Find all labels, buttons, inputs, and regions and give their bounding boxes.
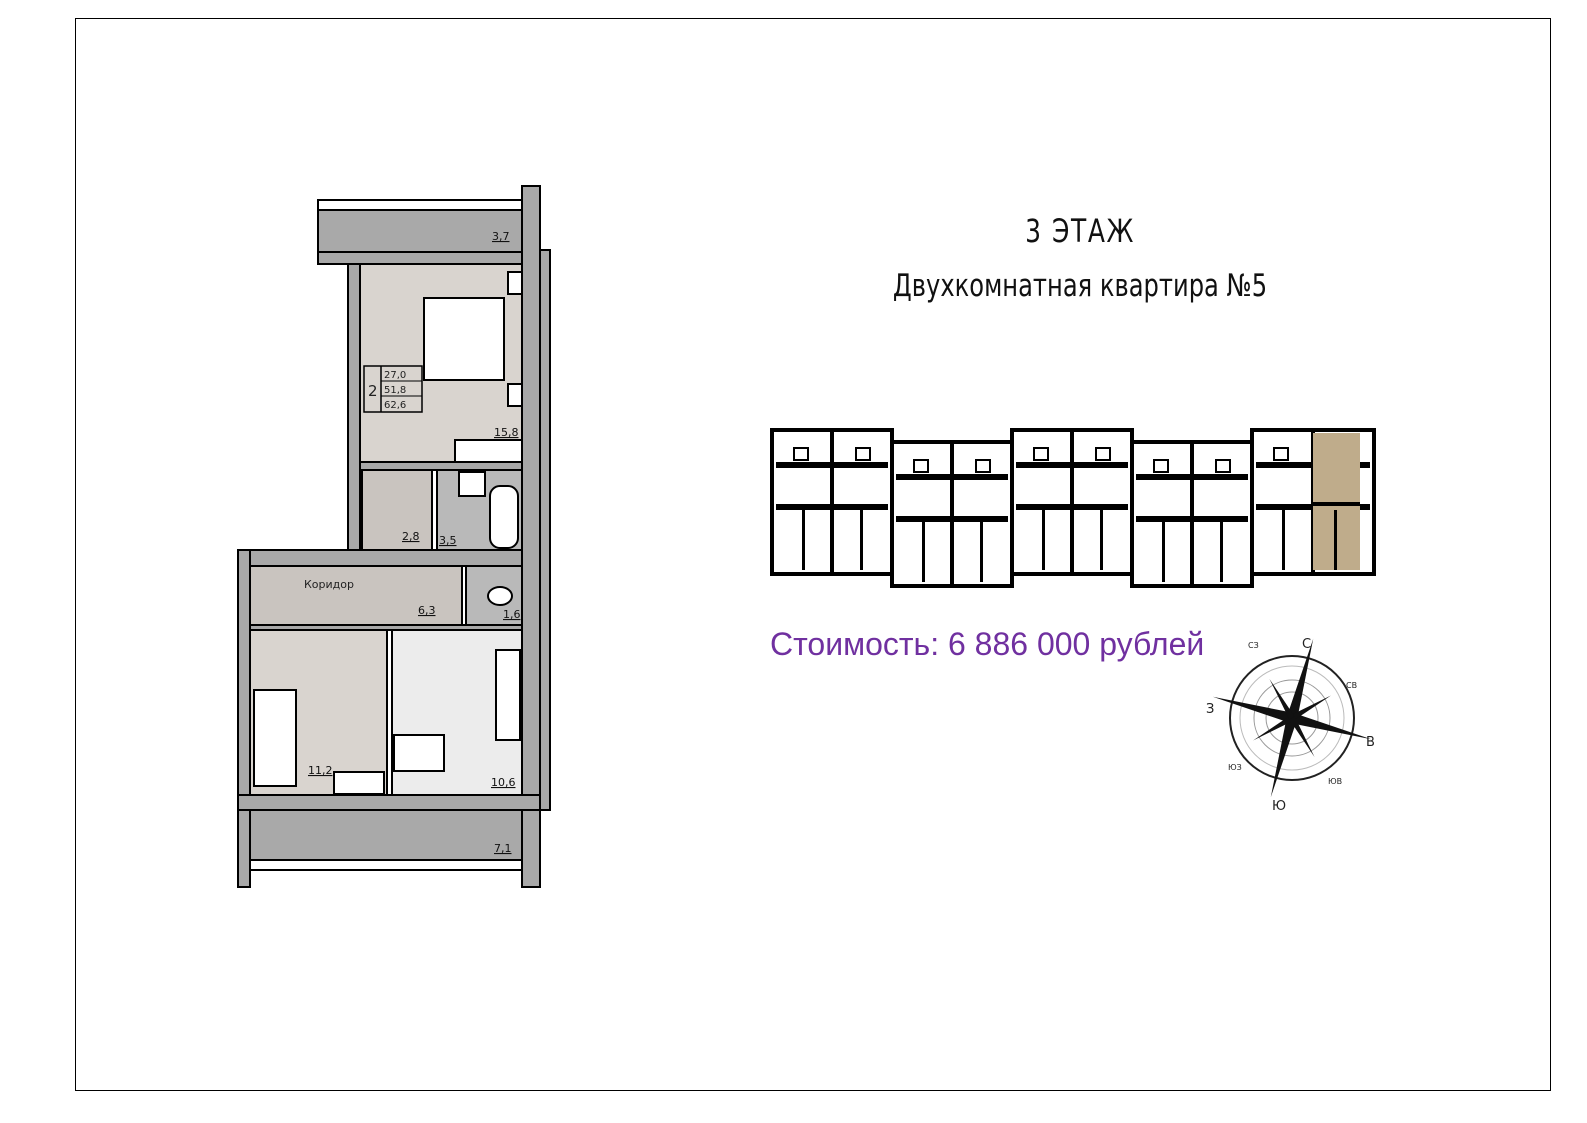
building-key-plan (770, 428, 1376, 588)
section-wall (1042, 510, 1045, 570)
window-icon (793, 447, 809, 461)
compass-s: Ю (1272, 799, 1286, 814)
exterior-wall-right (521, 185, 541, 888)
desk (333, 771, 385, 795)
section-wall (802, 510, 805, 570)
section-wall (1162, 522, 1165, 582)
area-balcony-top: 3,7 (492, 230, 510, 243)
area-wc: 1,6 (503, 608, 521, 621)
area-bedroom: 15,8 (494, 426, 519, 439)
section-wall (830, 430, 834, 574)
hall-small (361, 469, 433, 551)
room-labels: 3,7 15,8 2,8 3,5 Коридор 6,3 1,6 11,2 10… (304, 230, 521, 855)
window-icon (1095, 447, 1111, 461)
window-icon (1273, 447, 1289, 461)
compass-se: ЮВ (1328, 777, 1342, 786)
apartment-floor-plan (237, 185, 551, 888)
kitchen-counter (495, 649, 521, 741)
window-icon (1033, 447, 1049, 461)
compass-nw: СЗ (1248, 641, 1259, 650)
area-kitchen: 10,6 (491, 776, 516, 789)
wardrobe (454, 439, 523, 463)
wall-bottom (237, 794, 541, 811)
apartment-title: Двухкомнатная квартира №5 (892, 268, 1268, 304)
compass-w: З (1206, 702, 1214, 717)
nightstand (507, 271, 523, 295)
summary-table (363, 365, 423, 413)
compass-n: С (1302, 637, 1311, 652)
compass-sw: ЮЗ (1228, 763, 1242, 772)
compass-rose: С СВ В ЮВ Ю ЮЗ З СЗ (1206, 637, 1375, 814)
section-wall (860, 510, 863, 570)
section-wall (1190, 442, 1194, 586)
balcony-top (317, 209, 523, 253)
nightstand (507, 383, 523, 407)
total-with-balconies: 62,6 (384, 400, 406, 411)
section-wall (1100, 510, 1103, 570)
balcony-bottom-rail (249, 859, 523, 871)
wall-left-upper (347, 263, 361, 555)
wall-left-lower (237, 549, 251, 888)
area-room-2: 11,2 (308, 764, 333, 777)
section-wall (1070, 430, 1074, 574)
rooms-count: 2 (368, 382, 378, 400)
section-wall (922, 522, 925, 582)
wall-top (317, 251, 523, 265)
balcony-bottom (249, 809, 523, 861)
bathtub (489, 485, 519, 549)
window-icon (1215, 459, 1231, 473)
window-icon (975, 459, 991, 473)
area-balcony-bottom: 7,1 (494, 842, 512, 855)
drawing-frame (75, 18, 1551, 1091)
section-wall (950, 442, 954, 586)
total-area: 51,8 (384, 385, 406, 396)
floor-title: 3 ЭТАЖ (1025, 212, 1135, 250)
price-label: Стоимость: 6 886 000 рублей (770, 626, 1205, 662)
area-corridor: 6,3 (418, 604, 436, 617)
wall-corridor-top (237, 549, 523, 567)
balcony-top-rail (317, 199, 523, 211)
compass-e: В (1366, 735, 1375, 750)
exterior-wall-step (539, 249, 551, 811)
living-area: 27,0 (384, 370, 406, 381)
kitchen-table (393, 734, 445, 772)
bed (423, 297, 505, 381)
section-wall (1220, 522, 1223, 582)
wall-mid (359, 461, 523, 471)
section-wall (1282, 510, 1285, 570)
window-icon (1153, 459, 1169, 473)
window-icon (913, 459, 929, 473)
area-hall-small: 2,8 (402, 530, 420, 543)
single-bed (253, 689, 297, 787)
section-wall (1313, 502, 1360, 506)
toilet (487, 586, 513, 606)
section-wall (980, 522, 983, 582)
window-icon (855, 447, 871, 461)
corridor-name: Коридор (304, 578, 354, 591)
compass-ne: СВ (1346, 681, 1357, 690)
area-bathroom: 3,5 (439, 534, 457, 547)
section-wall (1334, 510, 1337, 570)
washing-machine (458, 471, 486, 497)
